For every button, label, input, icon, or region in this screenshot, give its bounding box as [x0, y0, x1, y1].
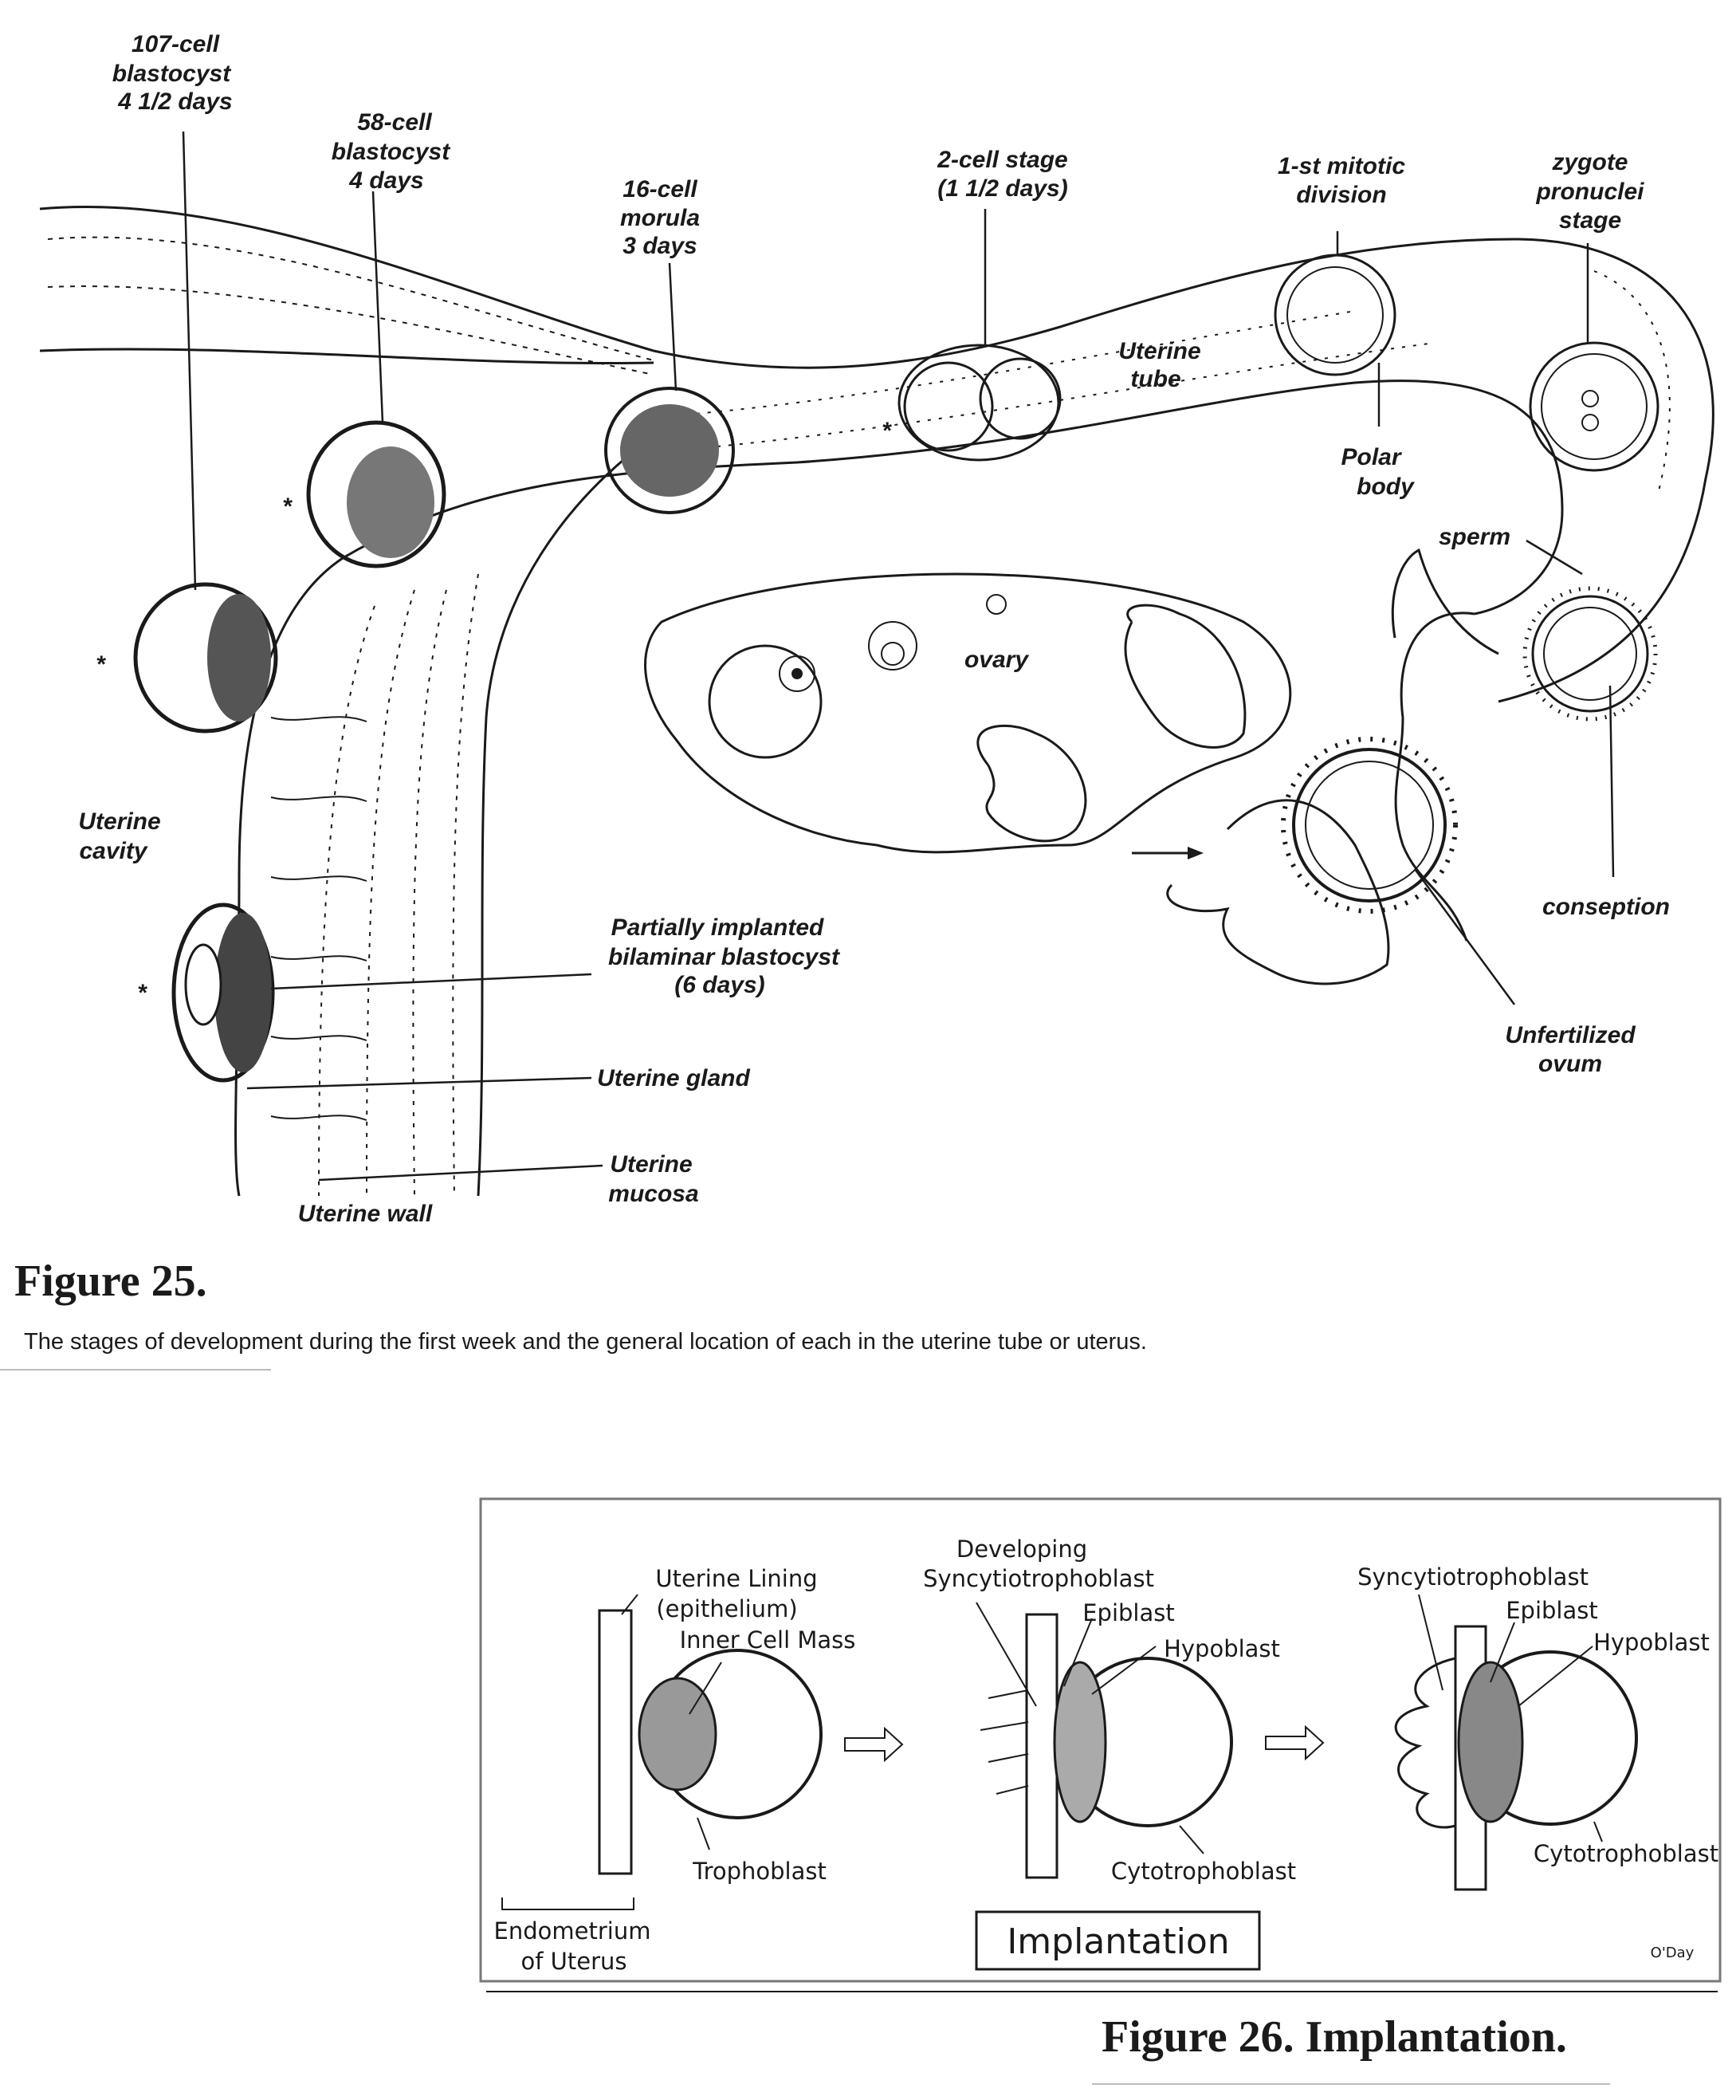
fimbriae — [1166, 548, 1499, 985]
label-epiblast-stage3: Epiblast — [1506, 1597, 1598, 1624]
uterine-wall-shape — [234, 413, 686, 1197]
label-cytotrophoblast-stage2: Cytotrophoblast — [1111, 1858, 1296, 1885]
label-blastocyst-58-line2: blastocyst — [332, 139, 451, 165]
label-unfertilized-line2: ovum — [1538, 1051, 1602, 1077]
conception-ovum-shape — [1522, 586, 1658, 722]
ovary-shape — [644, 572, 1292, 859]
label-partially-implanted-line1: Partially implanted — [611, 914, 824, 941]
unfertilized-ovum-shape — [1281, 737, 1458, 914]
label-epiblast-stage2: Epiblast — [1082, 1599, 1175, 1626]
label-morula-line3: 3 days — [623, 233, 697, 259]
label-morula-line2: morula — [620, 205, 700, 231]
morula-16-cell-shape — [604, 387, 735, 514]
asterisk-marker: * — [96, 651, 106, 678]
two-cell-stage-shape — [897, 344, 1062, 462]
leader-lines — [182, 131, 1615, 1182]
label-developing-syncytio-line2: Syncytiotrophoblast — [923, 1565, 1154, 1592]
label-syncytiotrophoblast: Syncytiotrophoblast — [1357, 1563, 1589, 1591]
label-zygote-line2: pronuclei — [1535, 179, 1644, 205]
label-blastocyst-107-line3: 4 1/2 days — [117, 88, 232, 115]
label-hypoblast-stage3: Hypoblast — [1593, 1629, 1710, 1656]
label-polar-body-line2: body — [1357, 474, 1415, 500]
label-uterine-cavity-line2: cavity — [79, 838, 147, 864]
implantation-title: Implantation — [1007, 1921, 1229, 1962]
label-hypoblast-stage2: Hypoblast — [1164, 1635, 1280, 1662]
implantation-stage-2 — [976, 1602, 1233, 1879]
label-developing-syncytio-line1: Developing — [956, 1536, 1087, 1563]
figure-26-title: Figure 26. Implantation. — [1102, 2012, 1567, 2062]
label-zygote-line1: zygote — [1551, 149, 1628, 175]
label-zygote-line3: stage — [1559, 207, 1621, 234]
label-uterine-cavity-line1: Uterine — [78, 808, 160, 835]
author-signature: O'Day — [1651, 1945, 1695, 1961]
label-blastocyst-107-line2: blastocyst — [112, 61, 232, 87]
label-inner-cell-mass: Inner Cell Mass — [680, 1626, 856, 1654]
label-uterine-wall: Uterine wall — [298, 1201, 433, 1227]
implantation-stage-1 — [598, 1594, 823, 1875]
label-partially-implanted-line2: bilaminar blastocyst — [608, 944, 841, 970]
label-ovary: ovary — [964, 647, 1029, 673]
figure-26-panel: Uterine Lining (epithelium) Inner Cell M… — [479, 1497, 1722, 1983]
label-sperm: sperm — [1439, 524, 1510, 550]
figure-25-diagram: 107-cell blastocyst 4 1/2 days 58-cell b… — [39, 31, 1714, 1227]
first-mitotic-division-shape — [1274, 254, 1396, 376]
asterisk-marker: * — [137, 980, 147, 1006]
cell-107-blastocyst-shape — [133, 582, 278, 733]
uterine-tube-shape — [39, 206, 1714, 703]
label-mitotic-line2: division — [1296, 182, 1386, 208]
label-uterine-lining-line2: (epithelium) — [656, 1595, 797, 1622]
label-conception: conseption — [1542, 894, 1670, 920]
label-partially-implanted-line3: (6 days) — [674, 972, 764, 998]
cell-58-blastocyst-shape — [306, 420, 446, 568]
label-cytotrophoblast-stage3: Cytotrophoblast — [1534, 1840, 1718, 1867]
label-morula-line1: 16-cell — [623, 176, 697, 203]
label-uterine-tube-line1: Uterine — [1118, 338, 1200, 364]
label-endometrium-line1: Endometrium — [494, 1917, 651, 1945]
label-2cell-line1: 2-cell stage — [937, 147, 1067, 173]
label-uterine-mucosa-line2: mucosa — [608, 1181, 698, 1207]
figure-25-caption: The stages of development during the fir… — [24, 1329, 1147, 1355]
label-mitotic-line1: 1-st mitotic — [1278, 153, 1405, 179]
label-trophoblast: Trophoblast — [692, 1858, 827, 1885]
label-uterine-mucosa-line1: Uterine — [610, 1151, 692, 1178]
label-uterine-gland: Uterine gland — [597, 1065, 750, 1091]
label-endometrium-line2: of Uterus — [520, 1948, 626, 1975]
label-uterine-tube-line2: tube — [1130, 366, 1180, 392]
label-blastocyst-58-line3: 4 days — [348, 167, 423, 194]
implantation-stage-3 — [1394, 1594, 1638, 1891]
label-blastocyst-58-line1: 58-cell — [357, 109, 432, 136]
label-unfertilized-line1: Unfertilized — [1505, 1022, 1636, 1048]
label-uterine-lining-line1: Uterine Lining — [655, 1565, 817, 1592]
label-blastocyst-107-line1: 107-cell — [132, 31, 220, 57]
asterisk-marker: * — [282, 494, 293, 520]
partially-implanted-blastocyst-shape — [171, 903, 275, 1083]
label-polar-body-line1: Polar — [1341, 444, 1402, 470]
label-2cell-line2: (1 1/2 days) — [937, 175, 1067, 202]
zygote-shape — [1529, 341, 1659, 472]
figure-25-title: Figure 25. — [14, 1256, 207, 1306]
asterisk-marker: * — [882, 418, 892, 444]
